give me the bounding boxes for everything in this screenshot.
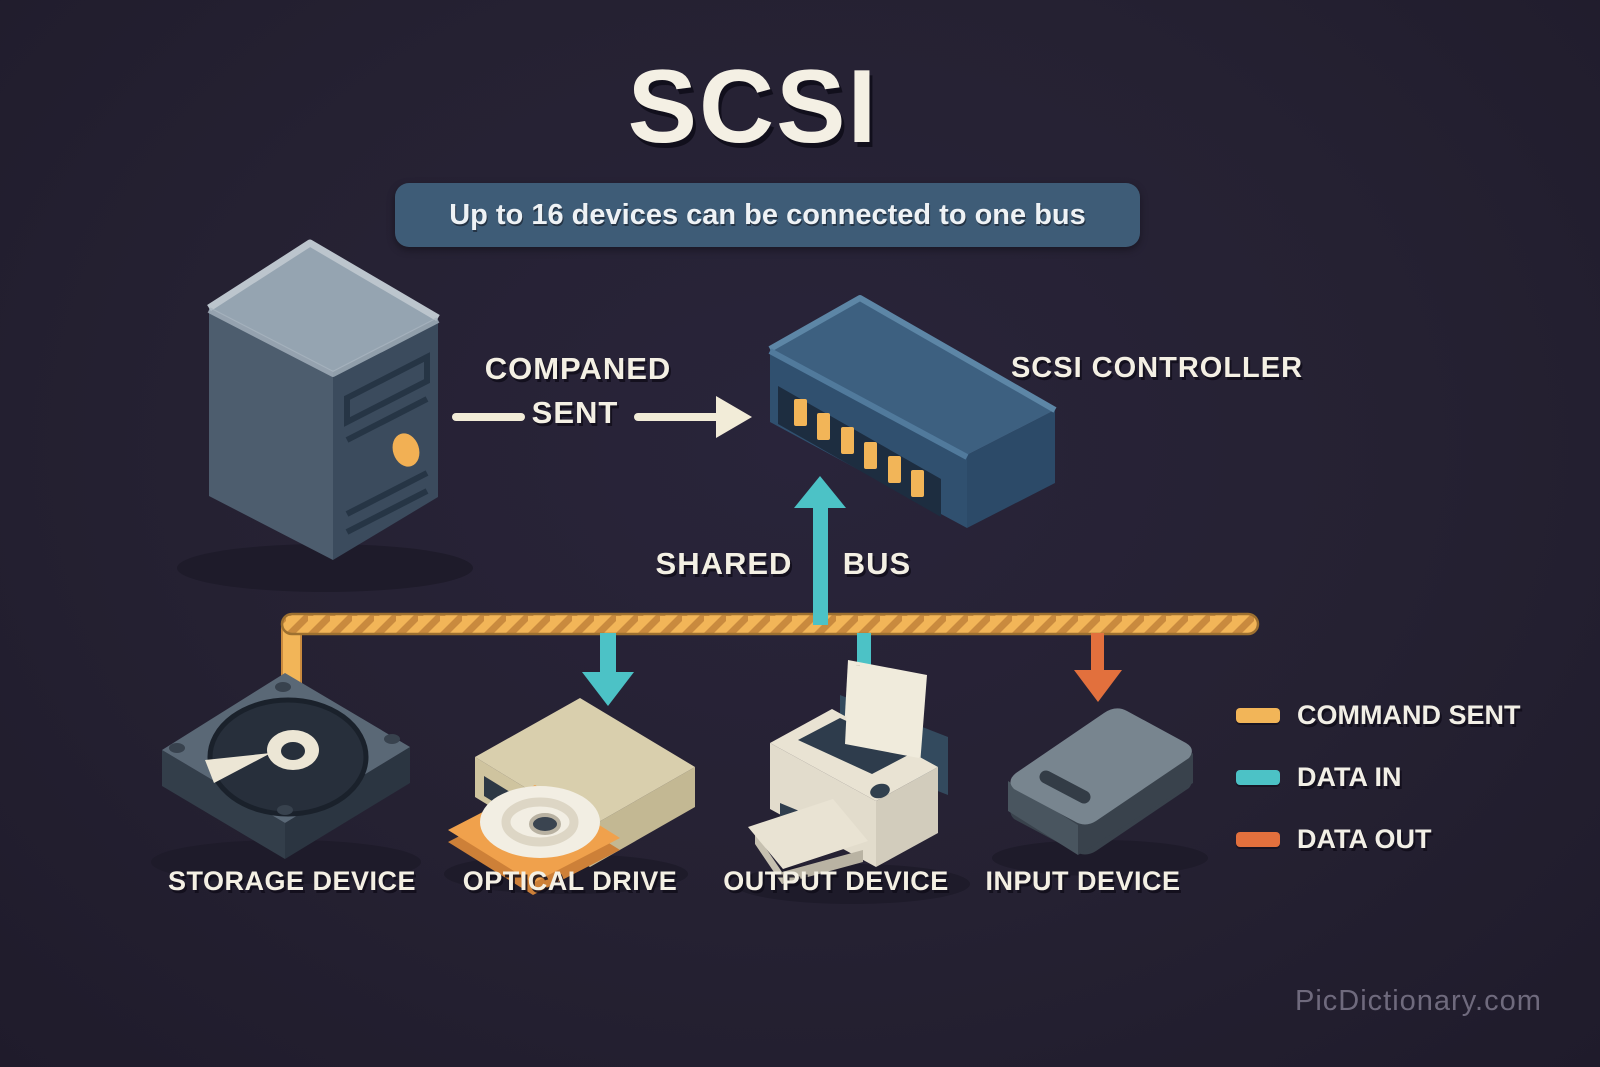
data-out-swatch: [1236, 831, 1280, 847]
output-device-icon: [748, 660, 948, 884]
shared-bus-label-bus: BUS: [842, 546, 912, 581]
legend: COMMAND SENT DATA IN DATA OUT: [1236, 700, 1521, 854]
storage-device-label: STORAGE DEVICE: [167, 866, 417, 896]
data-in-arrow-optical: [582, 633, 634, 706]
computer-tower-icon: [207, 239, 440, 560]
legend-item-data-out: DATA OUT: [1236, 824, 1521, 854]
data-out-legend-label: DATA OUT: [1297, 823, 1432, 854]
subtitle-banner: Up to 16 devices can be connected to one…: [395, 183, 1140, 247]
data-out-arrow-input: [1074, 633, 1122, 702]
shared-bus-label-shared: SHARED: [655, 546, 793, 581]
scsi-controller-label: SCSI CONTROLLER: [1010, 352, 1304, 384]
optical-drive-label: OPTICAL DRIVE: [462, 866, 678, 896]
scsi-controller-icon: [768, 295, 1057, 528]
data-in-legend-label: DATA IN: [1297, 761, 1402, 792]
legend-item-command-sent: COMMAND SENT: [1236, 700, 1521, 730]
watermark: PicDictionary.com: [1295, 985, 1542, 1017]
data-in-line-printer: [857, 633, 871, 669]
legend-item-data-in: DATA IN: [1236, 762, 1521, 792]
command-sent-swatch: [1236, 707, 1280, 723]
output-device-label: OUTPUT DEVICE: [723, 866, 949, 896]
shared-bus-bar: [280, 612, 1260, 703]
data-in-swatch: [1236, 769, 1280, 785]
data-in-arrow-controller: [794, 476, 846, 625]
command-sent-legend-label: COMMAND SENT: [1297, 699, 1521, 730]
optical-drive-icon: [448, 698, 695, 895]
storage-device-icon: [162, 673, 410, 859]
page-title: SCSI: [627, 49, 879, 165]
subtitle-text: Up to 16 devices can be connected to one…: [449, 198, 1086, 231]
input-device-icon: [1008, 708, 1193, 855]
command-sent-arrow: [452, 396, 752, 438]
command-sent-label-line2: SENT: [531, 395, 619, 430]
input-device-label: INPUT DEVICE: [985, 866, 1181, 896]
command-sent-label-line1: COMPANED: [484, 351, 672, 386]
